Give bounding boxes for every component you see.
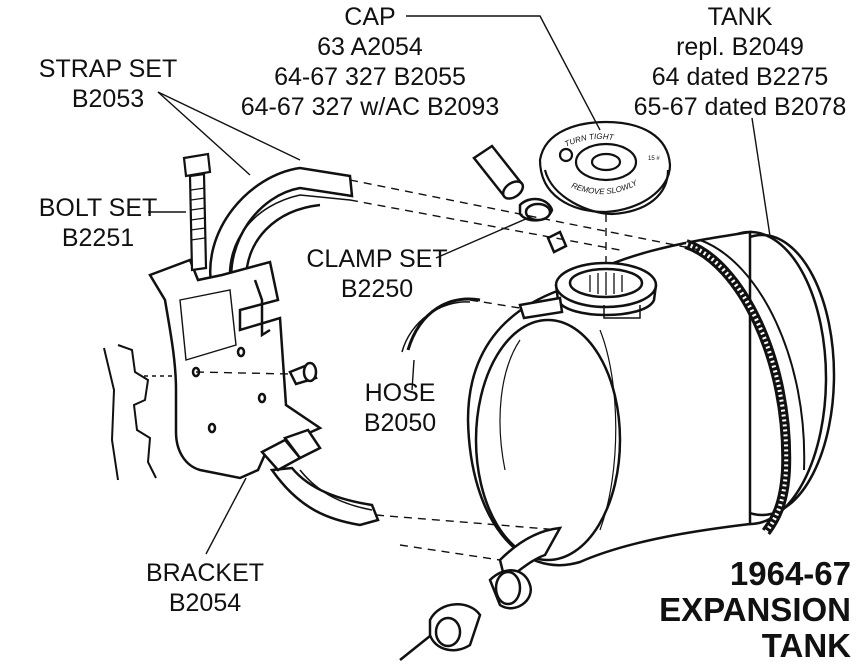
diagram-title: 1964-67 EXPANSION TANK bbox=[659, 556, 851, 664]
strap-set-drawing bbox=[209, 166, 380, 527]
clamp-set-label: CLAMP SET B2250 bbox=[292, 244, 462, 304]
diagram-title-line-1: 1964-67 bbox=[729, 555, 851, 592]
diagram-title-line-2: EXPANSION bbox=[659, 591, 851, 628]
clamp-set-part-number: B2250 bbox=[340, 275, 414, 303]
hose-label: HOSE B2050 bbox=[345, 378, 455, 438]
tank-label-name: TANK bbox=[707, 3, 773, 31]
hose-part-number: B2050 bbox=[363, 409, 437, 437]
cap-label-name: CAP bbox=[344, 3, 396, 31]
cap-part-number-2: 64-67 327 B2055 bbox=[274, 63, 466, 91]
tank-label: TANK repl. B2049 64 dated B2275 65-67 da… bbox=[620, 2, 860, 122]
clamp-set-label-name: CLAMP SET bbox=[306, 245, 448, 273]
bolt-drawing bbox=[182, 152, 212, 272]
bolt-set-label-name: BOLT SET bbox=[38, 194, 158, 222]
tank-part-number-2: 64 dated B2275 bbox=[651, 63, 829, 91]
cap-part-number-3: 64-67 327 w/AC B2093 bbox=[240, 93, 500, 121]
cap-label: CAP 63 A2054 64-67 327 B2055 64-67 327 w… bbox=[225, 2, 515, 122]
bracket-label: BRACKET B2054 bbox=[130, 558, 280, 618]
diagram-title-line-3: TANK bbox=[761, 627, 851, 664]
tank-part-number-3: 65-67 dated B2078 bbox=[633, 93, 847, 121]
strap-set-label: STRAP SET B2053 bbox=[18, 54, 198, 114]
bolt-set-part-number: B2251 bbox=[61, 224, 135, 252]
bracket-part-number: B2054 bbox=[168, 589, 242, 617]
strap-set-label-name: STRAP SET bbox=[38, 55, 178, 83]
radiator-cap-drawing: 15 # TURN TIGHT REMOVE SLOWLY bbox=[538, 120, 672, 216]
hose-drawing bbox=[399, 144, 568, 661]
body-panel-fragment bbox=[103, 344, 157, 481]
expansion-tank-drawing bbox=[466, 230, 836, 582]
bolt-set-label: BOLT SET B2251 bbox=[18, 193, 178, 253]
svg-text:15 #: 15 # bbox=[648, 156, 660, 162]
bracket-label-name: BRACKET bbox=[145, 559, 265, 587]
strap-set-part-number: B2053 bbox=[71, 85, 145, 113]
leader-lines bbox=[144, 15, 771, 561]
tank-part-number-1: repl. B2049 bbox=[676, 33, 804, 61]
cap-part-number-1: 63 A2054 bbox=[317, 33, 423, 61]
hose-label-name: HOSE bbox=[364, 379, 436, 407]
bracket-drawing bbox=[148, 258, 323, 480]
